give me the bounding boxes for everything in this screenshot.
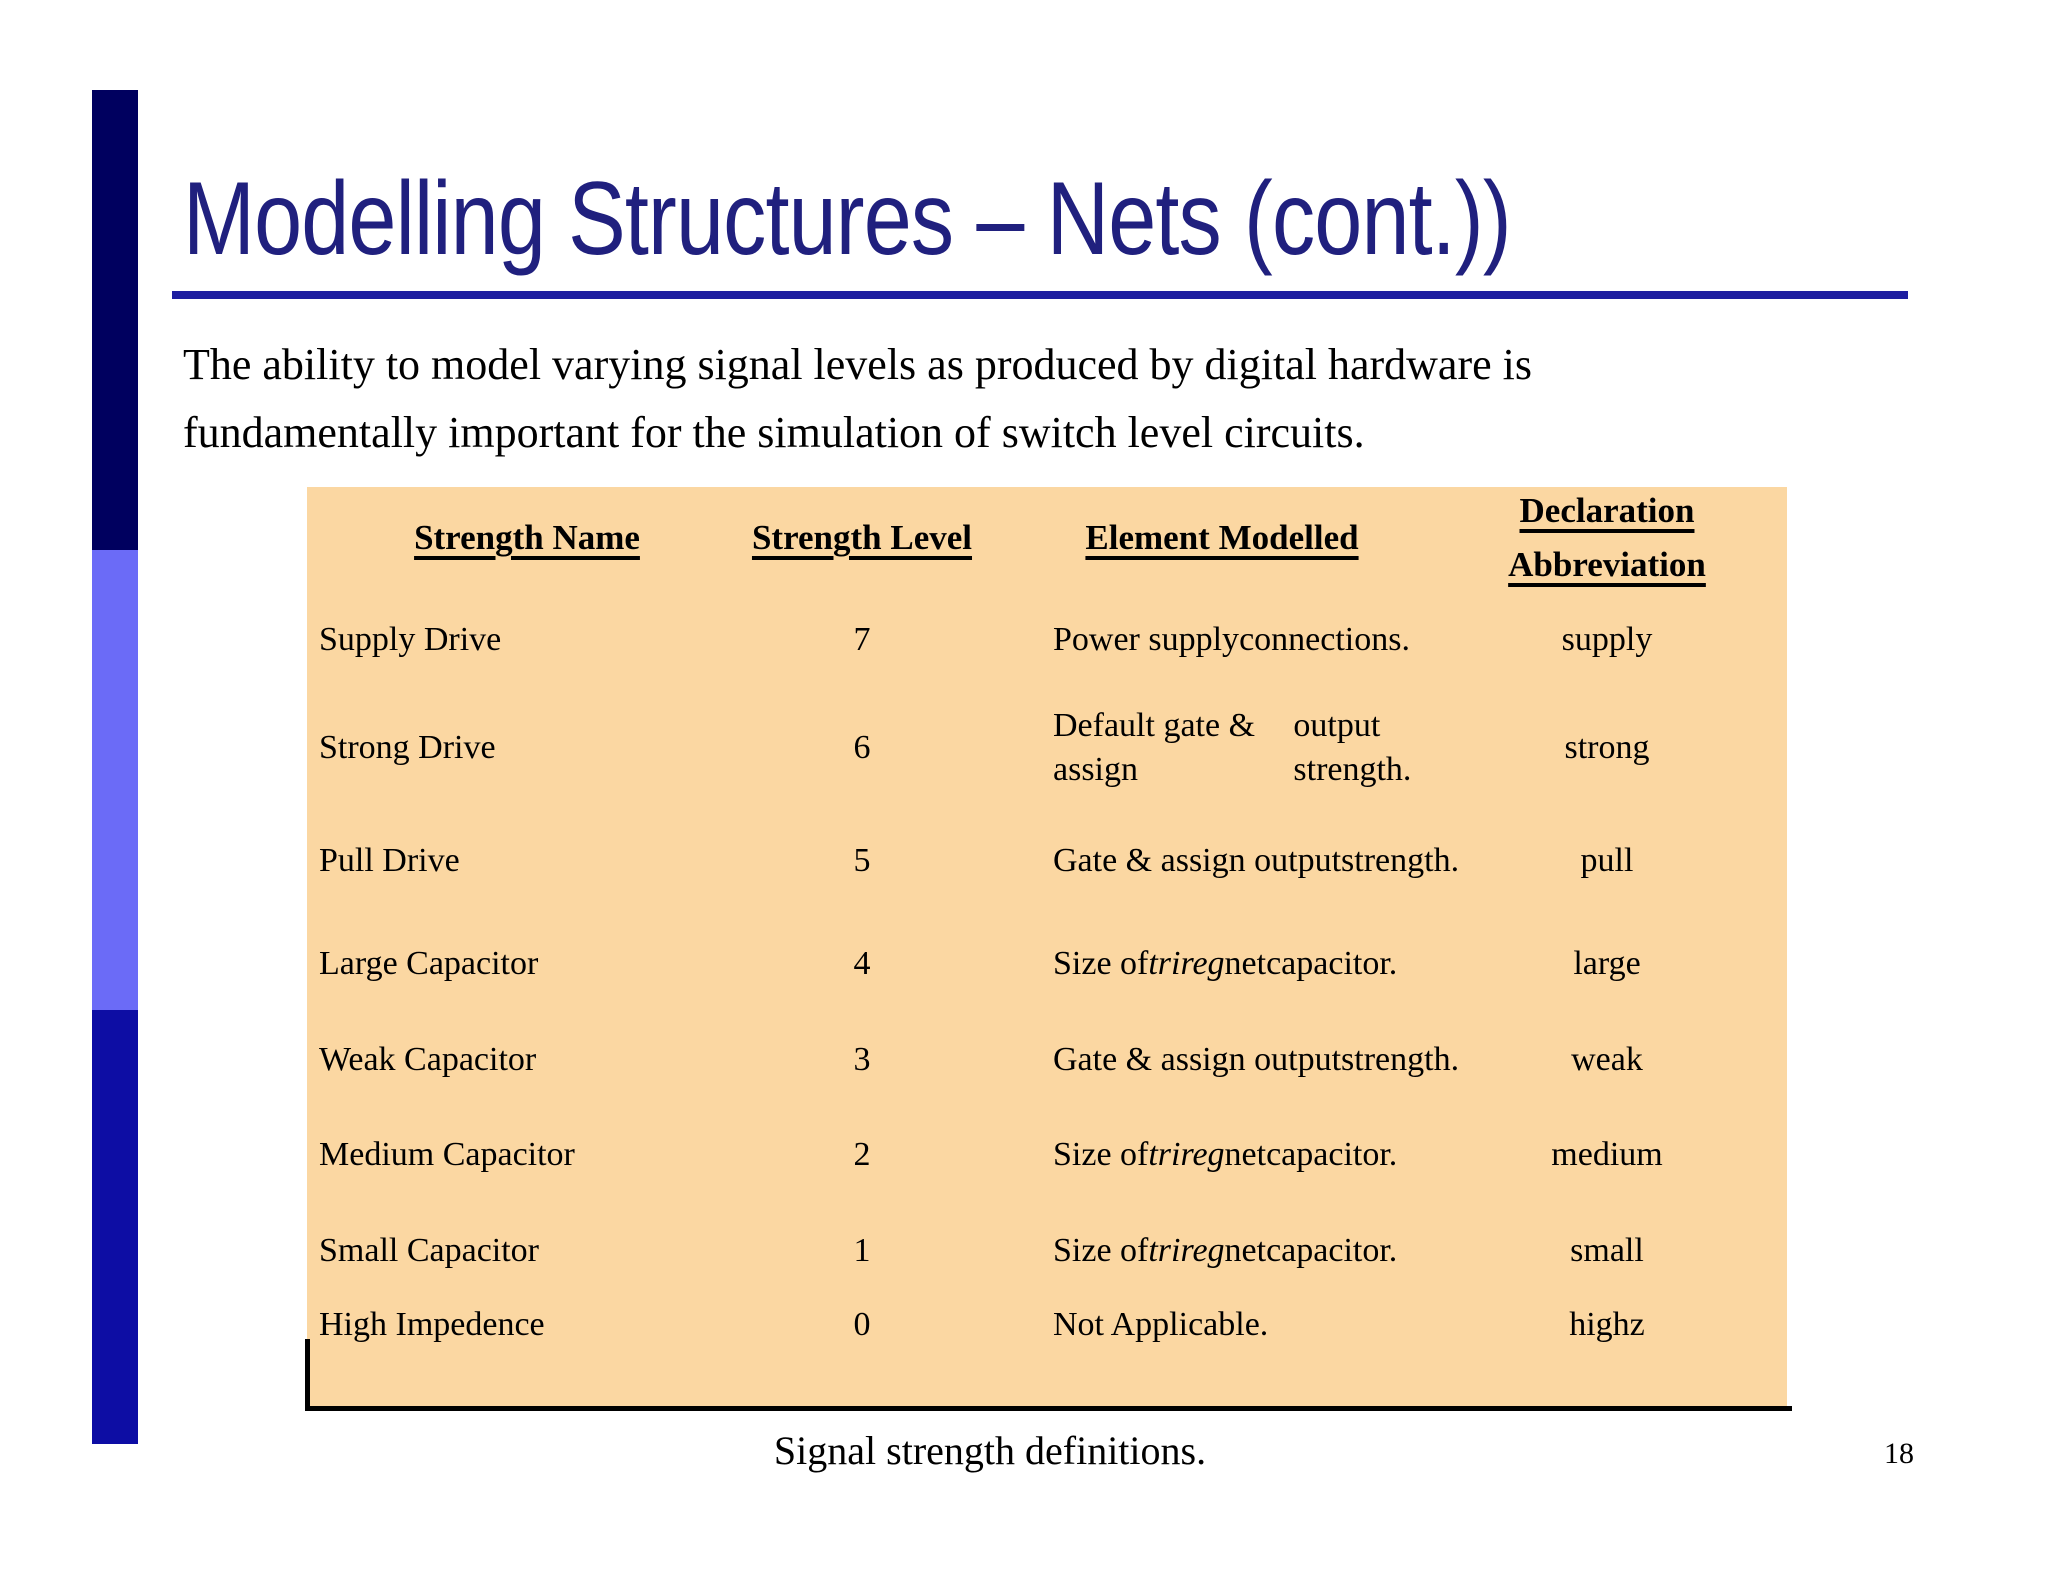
- table-cell-level: 6: [853, 728, 871, 766]
- table-cell-name: Small Capacitor: [319, 1231, 540, 1269]
- sidebar-accent-bottom: [92, 1010, 138, 1444]
- table-cell-abbr: weak: [1571, 1040, 1643, 1078]
- table-cell-name: High Impedence: [319, 1306, 545, 1344]
- table-cell-abbr: medium: [1551, 1136, 1663, 1174]
- column-header-level: Strength Level: [751, 517, 973, 557]
- table-cell-level: 2: [853, 1136, 871, 1174]
- table-caption: Signal strength definitions.: [773, 1428, 1207, 1473]
- column-header-element: Element Modelled: [1085, 517, 1359, 557]
- table-bottom-border: [305, 1406, 1792, 1411]
- table-cell-level: 0: [853, 1306, 871, 1344]
- table-cell-abbr: strong: [1564, 728, 1650, 766]
- table-cell-name: Medium Capacitor: [319, 1136, 575, 1174]
- column-header-abbr: Declaration Abbreviation: [1508, 490, 1706, 584]
- table-cell-name: Supply Drive: [319, 620, 502, 658]
- signal-strength-table: Strength Name Strength Level Element Model…: [307, 487, 1787, 1409]
- table-cell-abbr: pull: [1580, 841, 1634, 879]
- table-left-border-tick: [305, 1339, 310, 1411]
- table-cell-level: 5: [853, 841, 871, 879]
- page-number: 18: [1884, 1437, 1914, 1470]
- slide-title: Modelling Structures – Nets (cont.)): [183, 161, 1512, 277]
- table-cell-name: Strong Drive: [319, 728, 496, 766]
- table-cell-abbr: highz: [1569, 1306, 1645, 1344]
- sidebar-accent-top: [92, 90, 138, 550]
- table-cell-level: 4: [853, 945, 871, 983]
- column-header-name: Strength Name: [414, 517, 640, 557]
- table-cell-name: Pull Drive: [319, 841, 460, 879]
- title-underline-rule: [172, 291, 1908, 299]
- table-cell-name: Weak Capacitor: [319, 1040, 537, 1078]
- table-cell-level: 3: [853, 1040, 871, 1078]
- table-cell-abbr: small: [1570, 1231, 1644, 1269]
- table-cell-name: Large Capacitor: [319, 945, 539, 983]
- table-cell-abbr: large: [1573, 945, 1641, 983]
- table-cell-abbr: supply: [1561, 620, 1653, 658]
- intro-paragraph: The ability to model varying signal leve…: [183, 340, 1532, 457]
- table-cell-element: Not Applicable.: [1053, 1306, 1269, 1344]
- table-cell-level: 1: [853, 1231, 871, 1269]
- table-cell-level: 7: [853, 620, 871, 658]
- sidebar-accent-middle: [92, 550, 138, 1010]
